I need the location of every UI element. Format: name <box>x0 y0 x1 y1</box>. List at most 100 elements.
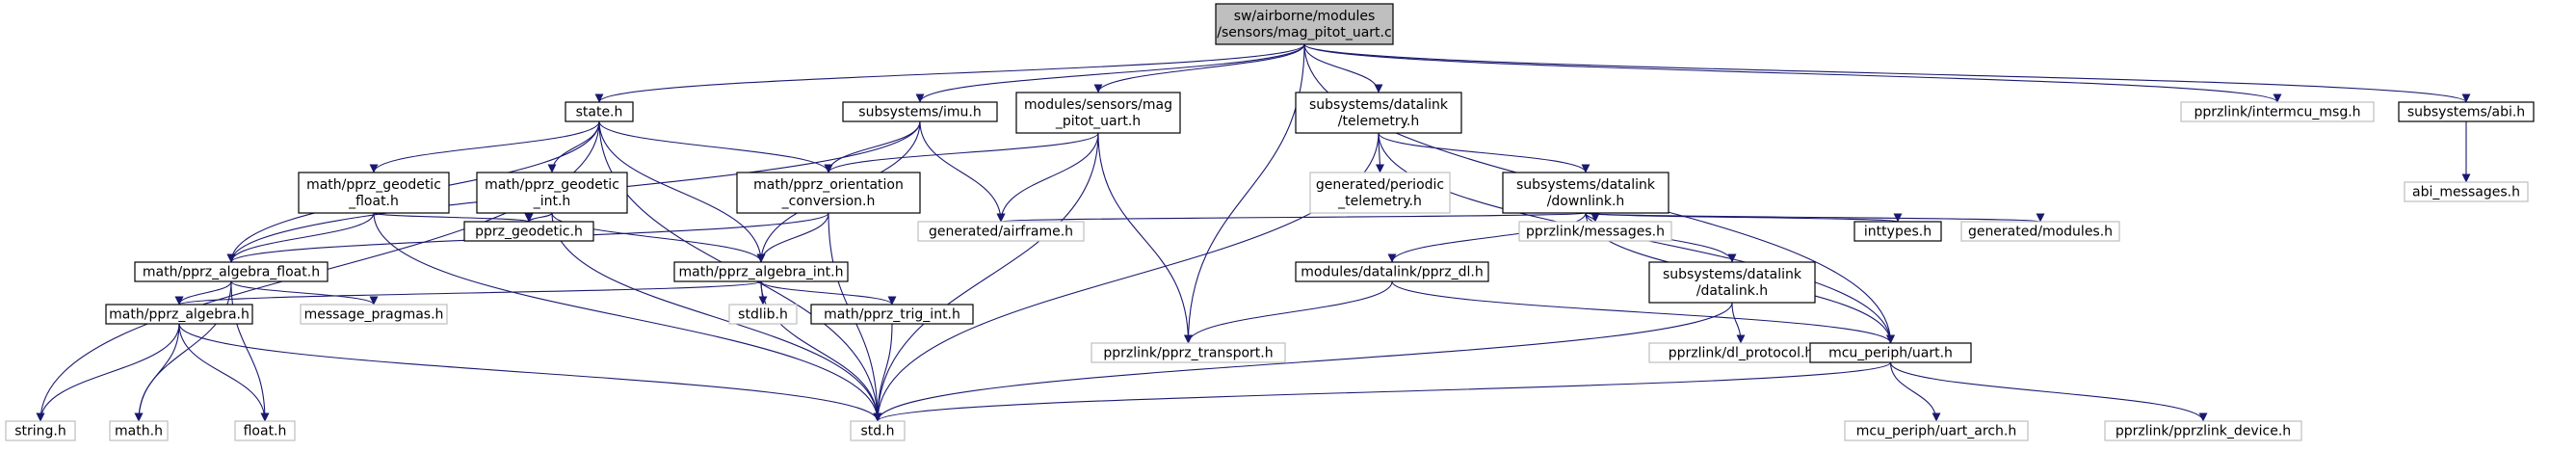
node-box <box>1015 92 1181 134</box>
node-downlink[interactable]: subsystems/datalink/downlink.h <box>1502 172 1669 214</box>
node-pprzdev[interactable]: pprzlink/pprzlink_device.h <box>2104 420 2302 441</box>
edge-algebra-to-math <box>134 323 180 422</box>
node-inttypes[interactable]: inttypes.h <box>1853 221 1942 242</box>
edge-geodfloat-to-geodetic <box>373 212 534 223</box>
node-intermcu[interactable]: pprzlink/intermcu_msg.h <box>2180 101 2375 122</box>
edge-algebra-to-float <box>178 323 270 422</box>
node-pragmas[interactable]: message_pragmas.h <box>300 304 448 325</box>
edge-algint-to-trigint <box>760 280 897 306</box>
node-imu[interactable]: subsystems/imu.h <box>842 101 998 122</box>
node-algfloat[interactable]: math/pprz_algebra_float.h <box>134 261 329 282</box>
node-std[interactable]: std.h <box>850 420 906 441</box>
node-box <box>1309 172 1451 214</box>
edge-orient-to-algint <box>756 212 829 263</box>
edge-pprzdl-to-transport <box>1184 280 1393 344</box>
node-label: std.h <box>861 424 895 439</box>
node-pprzdl[interactable]: modules/datalink/pprz_dl.h <box>1295 261 1489 282</box>
node-label: message_pragmas.h <box>304 307 444 323</box>
node-airframe[interactable]: generated/airframe.h <box>917 221 1085 242</box>
node-trigint[interactable]: math/pprz_trig_int.h <box>810 304 974 325</box>
edges-layer <box>36 43 2471 422</box>
node-label: pprz_geodetic.h <box>475 225 583 240</box>
node-box <box>1853 221 1942 242</box>
node-uart[interactable]: mcu_periph/uart.h <box>1809 342 1972 363</box>
node-root[interactable]: sw/airborne/modules/sensors/mag_pitot_ua… <box>1215 3 1394 45</box>
node-box <box>917 221 1085 242</box>
edge-state-to-geodfloat <box>369 120 600 173</box>
node-pprzmsgs[interactable]: pprzlink/messages.h <box>1518 221 1672 242</box>
edge-algebra-to-string <box>36 323 180 422</box>
node-label: abi_messages.h <box>2412 185 2520 200</box>
node-label: subsystems/imu.h <box>858 105 981 120</box>
node-telemetry[interactable]: subsystems/datalink/telemetry.h <box>1295 92 1462 134</box>
node-label: pprzlink/dl_protocol.h <box>1669 346 1814 361</box>
node-algebra[interactable]: math/pprz_algebra.h <box>105 304 253 325</box>
node-geodint[interactable]: math/pprz_geodetic_int.h <box>476 172 628 214</box>
edge-trigint-to-std <box>873 323 893 422</box>
node-state[interactable]: state.h <box>565 101 634 122</box>
node-box <box>234 420 296 441</box>
node-box <box>134 261 329 282</box>
node-label: /downlink.h <box>1547 194 1625 209</box>
node-label: subsystems/abi.h <box>2407 105 2525 120</box>
edge-root-to-state <box>594 43 1305 103</box>
edge-algfloat-to-float <box>230 280 270 422</box>
node-label: math/pprz_orientation <box>753 177 904 193</box>
node-uartarch[interactable]: mcu_periph/uart_arch.h <box>1844 420 2029 441</box>
node-geodfloat[interactable]: math/pprz_geodetic_float.h <box>298 172 450 214</box>
node-box <box>673 261 849 282</box>
node-box <box>1215 3 1394 45</box>
node-box <box>109 420 169 441</box>
node-periodic[interactable]: generated/periodic_telemetry.h <box>1309 172 1451 214</box>
node-algint[interactable]: math/pprz_algebra_int.h <box>673 261 849 282</box>
node-orient[interactable]: math/pprz_orientation_conversion.h <box>736 172 921 214</box>
node-magpitot[interactable]: modules/sensors/mag_pitot_uart.h <box>1015 92 1181 134</box>
node-abimsg[interactable]: abi_messages.h <box>2404 181 2529 202</box>
node-label: state.h <box>576 105 623 120</box>
edge-magpitot-to-std <box>873 132 1099 422</box>
node-box <box>2104 420 2302 441</box>
edge-algfloat-to-pragmas <box>230 280 379 306</box>
node-datalink[interactable]: subsystems/datalink/datalink.h <box>1648 261 1816 304</box>
node-abi[interactable]: subsystems/abi.h <box>2398 101 2535 122</box>
edge-root-to-imu <box>915 43 1305 103</box>
node-modules[interactable]: generated/modules.h <box>1960 221 2120 242</box>
node-box <box>850 420 906 441</box>
node-box <box>2398 101 2535 122</box>
node-label: /sensors/mag_pitot_uart.c <box>1217 25 1391 40</box>
node-label: math/pprz_algebra_float.h <box>143 265 320 280</box>
node-label: /datalink.h <box>1696 283 1768 299</box>
edge-root-to-abi <box>1303 43 2471 103</box>
node-dlproto[interactable]: pprzlink/dl_protocol.h <box>1648 342 1833 363</box>
edge-geodfloat-to-algfloat <box>226 212 375 263</box>
node-string[interactable]: string.h <box>5 420 76 441</box>
node-transport[interactable]: pprzlink/pprz_transport.h <box>1091 342 1286 363</box>
node-float[interactable]: float.h <box>234 420 296 441</box>
node-label: float.h <box>244 424 287 439</box>
node-box <box>463 221 594 242</box>
node-label: string.h <box>14 424 66 439</box>
node-label: sw/airborne/modules <box>1234 9 1376 24</box>
node-box <box>1091 342 1286 363</box>
edge-downlink-to-airframe <box>997 212 1587 223</box>
node-label: generated/modules.h <box>1968 225 2113 240</box>
edge-telemetry-to-downlink <box>1378 132 1590 173</box>
edge-state-to-geodint <box>547 120 600 173</box>
node-geodetic[interactable]: pprz_geodetic.h <box>463 221 594 242</box>
node-box <box>300 304 448 325</box>
node-math[interactable]: math.h <box>109 420 169 441</box>
edge-imu-to-orient <box>824 120 921 173</box>
edge-state-to-algint <box>598 120 766 263</box>
node-box <box>810 304 974 325</box>
node-box <box>298 172 450 214</box>
edge-algint-to-std <box>760 280 882 422</box>
node-box <box>1518 221 1672 242</box>
node-label: stdlib.h <box>738 307 788 323</box>
node-stdlib[interactable]: stdlib.h <box>728 304 798 325</box>
node-label: _pitot_uart.h <box>1055 114 1141 129</box>
node-label: math.h <box>115 424 163 439</box>
edge-magpitot-to-transport <box>1097 132 1193 344</box>
node-label: subsystems/datalink <box>1516 177 1656 193</box>
edge-uart-to-pprzdev <box>1889 361 2208 422</box>
